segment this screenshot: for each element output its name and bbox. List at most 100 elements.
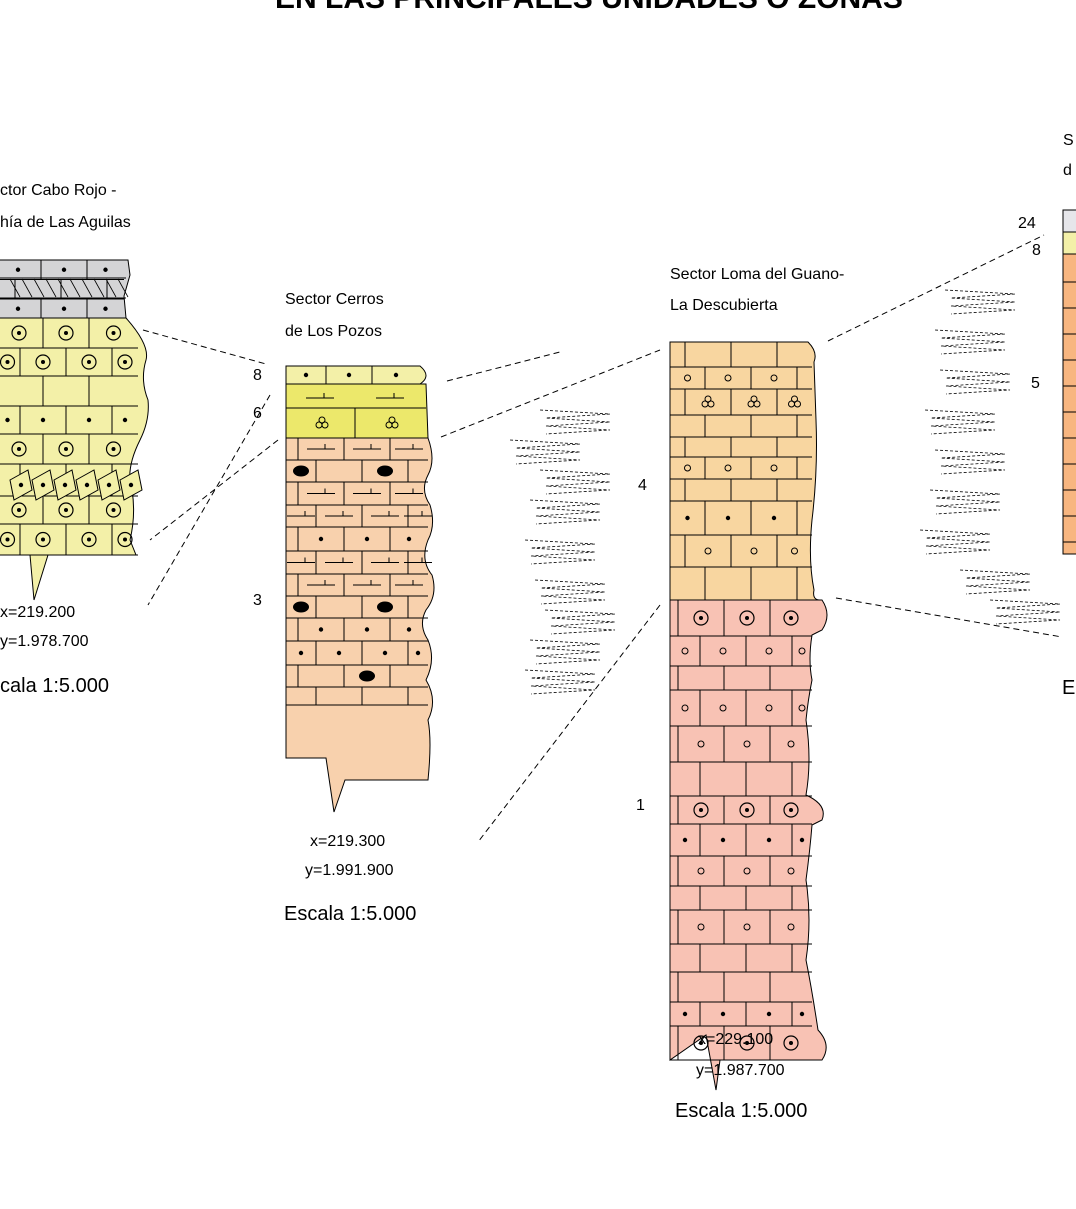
ooid-symbol [693, 802, 709, 818]
dot-symbol [799, 837, 805, 843]
facies-zigzag [534, 579, 606, 605]
bed-line [93, 278, 105, 298]
column-title-guano-line2: La Descubierta [670, 297, 778, 314]
ooid-core [41, 360, 45, 364]
fossil-symbol [750, 395, 758, 403]
ooid-core [745, 1041, 749, 1045]
fossil-symbol [388, 416, 396, 424]
small-circle-symbol [684, 374, 691, 382]
bed-line [45, 278, 57, 298]
column-title-pozos-line1: Sector Cerros [285, 291, 384, 308]
ooid-symbol [117, 354, 133, 370]
fossil-symbol [753, 400, 761, 408]
dot-symbol [61, 306, 67, 311]
ooid-core [41, 537, 45, 542]
facies-zigzag [939, 369, 1011, 395]
small-circle-symbol [791, 547, 798, 555]
ooid-symbol [81, 531, 97, 548]
unit-label-8b: 8 [1032, 242, 1041, 259]
ooid-symbol [58, 502, 74, 518]
column-title-right-line1: S [1063, 132, 1074, 149]
yellow-band [0, 317, 149, 601]
facies-zigzag [924, 409, 996, 435]
ooid-symbol [35, 531, 51, 548]
dot-symbol [318, 627, 324, 632]
small-circle-symbol [697, 867, 705, 875]
ooid-symbol [58, 325, 74, 341]
scale-guano: Escala 1:5.000 [675, 1100, 808, 1122]
dot-symbol [15, 306, 21, 311]
unit1-band [669, 599, 828, 1091]
dot-symbol [103, 267, 108, 272]
fossil-symbol [794, 400, 801, 408]
correlation-line [149, 439, 279, 541]
dot-symbol [62, 482, 68, 488]
ooid-core [123, 537, 127, 542]
column-title-right-line2: d [1063, 162, 1072, 179]
ooid-core [17, 508, 21, 512]
column-title-guano-line1: Sector Loma del Guano- [670, 266, 845, 283]
ooid-core [64, 331, 68, 335]
dot-symbol [303, 372, 309, 378]
dot-symbol [18, 482, 24, 488]
dot-symbol [128, 482, 134, 488]
facies-zigzag [934, 329, 1006, 355]
dot-symbol [720, 837, 726, 843]
ooid-core [745, 808, 749, 812]
dot-symbol [685, 515, 690, 521]
small-circle-symbol [743, 740, 751, 748]
small-circle-symbol [770, 464, 778, 472]
small-circle-symbol [724, 374, 732, 382]
small-circle-symbol [697, 923, 705, 931]
ooid-symbol [117, 531, 133, 548]
small-circle-symbol [787, 867, 795, 875]
dot-symbol [318, 536, 324, 542]
dot-symbol [406, 536, 412, 542]
dot-symbol [61, 267, 67, 272]
ooid-core [87, 537, 91, 542]
small-circle-symbol [697, 740, 705, 748]
bed-line [117, 278, 129, 298]
grey-band [0, 259, 131, 319]
coord-x-cabo: x=219.200 [0, 604, 76, 621]
facies-zigzag [919, 529, 991, 555]
dot-symbol [720, 1011, 726, 1017]
ooid-core [699, 808, 703, 812]
ooid-symbol [35, 354, 51, 370]
dot-symbol [15, 267, 21, 272]
bed-line [69, 278, 81, 298]
facies-zigzag [959, 569, 1031, 595]
dot-symbol [771, 515, 777, 521]
ooid-symbol [105, 502, 122, 518]
coord-y-pozos: y=1.991.900 [305, 862, 394, 879]
dot-symbol [393, 372, 399, 378]
dot-symbol [86, 417, 92, 423]
nodule-symbol [377, 601, 393, 613]
ooid-core [111, 447, 116, 451]
dot-symbol [682, 837, 688, 843]
facies-zigzag [509, 439, 581, 465]
unit-label-5: 5 [1031, 375, 1040, 392]
bed-line [105, 278, 117, 298]
column-title-cabo-line2: hía de Las Aguilas [0, 214, 131, 231]
unit-label-4: 4 [638, 477, 647, 494]
ooid-symbol [693, 610, 709, 626]
bed-line [9, 278, 21, 298]
facies-zigzag [524, 669, 596, 695]
column-cerros-pozos [285, 365, 435, 813]
ooid-core [17, 447, 21, 451]
ooid-core [111, 331, 116, 335]
bed-line [21, 278, 33, 298]
ooid-symbol [11, 441, 27, 457]
facies-change-zigzags [509, 289, 1061, 695]
facies-zigzag [529, 499, 601, 525]
small-circle-symbol [765, 704, 773, 712]
unit3-band [285, 437, 435, 813]
small-circle-symbol [719, 704, 727, 712]
dot-symbol [382, 650, 388, 656]
unit-label-24: 24 [1018, 215, 1036, 232]
nodule-symbol [293, 465, 309, 477]
dot-symbol [725, 515, 731, 521]
ooid-core [699, 1041, 703, 1045]
